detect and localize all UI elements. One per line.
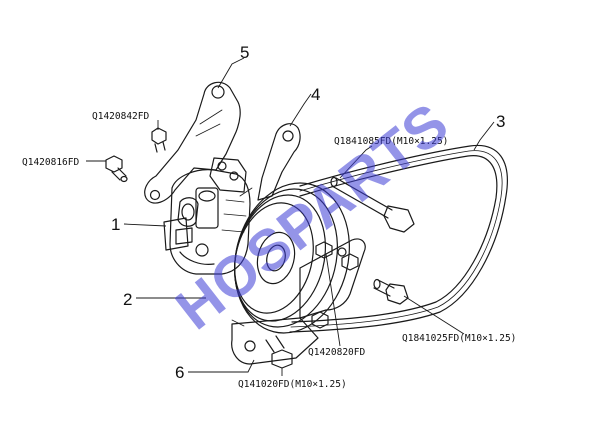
callout-2: 2 <box>123 290 132 309</box>
pump-body <box>163 157 251 275</box>
code-bolt-top-bracket: Q1420842FD <box>92 111 149 122</box>
bolt-bottom <box>265 335 293 369</box>
callout-1: 1 <box>111 215 120 234</box>
bolt-long-top <box>330 176 415 233</box>
callout-3: 3 <box>496 112 505 131</box>
bolt-long-right <box>373 278 409 305</box>
bracket-upper <box>144 81 241 204</box>
bolt-left <box>105 155 128 183</box>
bracket-lower <box>231 238 366 365</box>
callout-4: 4 <box>311 85 320 104</box>
code-bolt-long-right: Q1841025FD(M10×1.25) <box>402 333 516 344</box>
code-bolt-bottom: Q141020FD(M10×1.25) <box>238 379 347 390</box>
bolts-center <box>311 241 359 329</box>
callout-6: 6 <box>175 363 184 382</box>
code-bolt-left: Q1420816FD <box>22 157 79 168</box>
watermark-text: HOSPARTS <box>164 90 461 342</box>
code-bolts-center: Q1420820FD <box>308 347 365 358</box>
leader-lines <box>86 57 495 376</box>
bolt-top-bracket <box>151 127 167 153</box>
belt <box>289 144 508 333</box>
callout-5: 5 <box>240 43 249 62</box>
bracket-right <box>257 123 301 201</box>
code-bolt-long-top: Q1841085FD(M10×1.25) <box>334 136 448 147</box>
